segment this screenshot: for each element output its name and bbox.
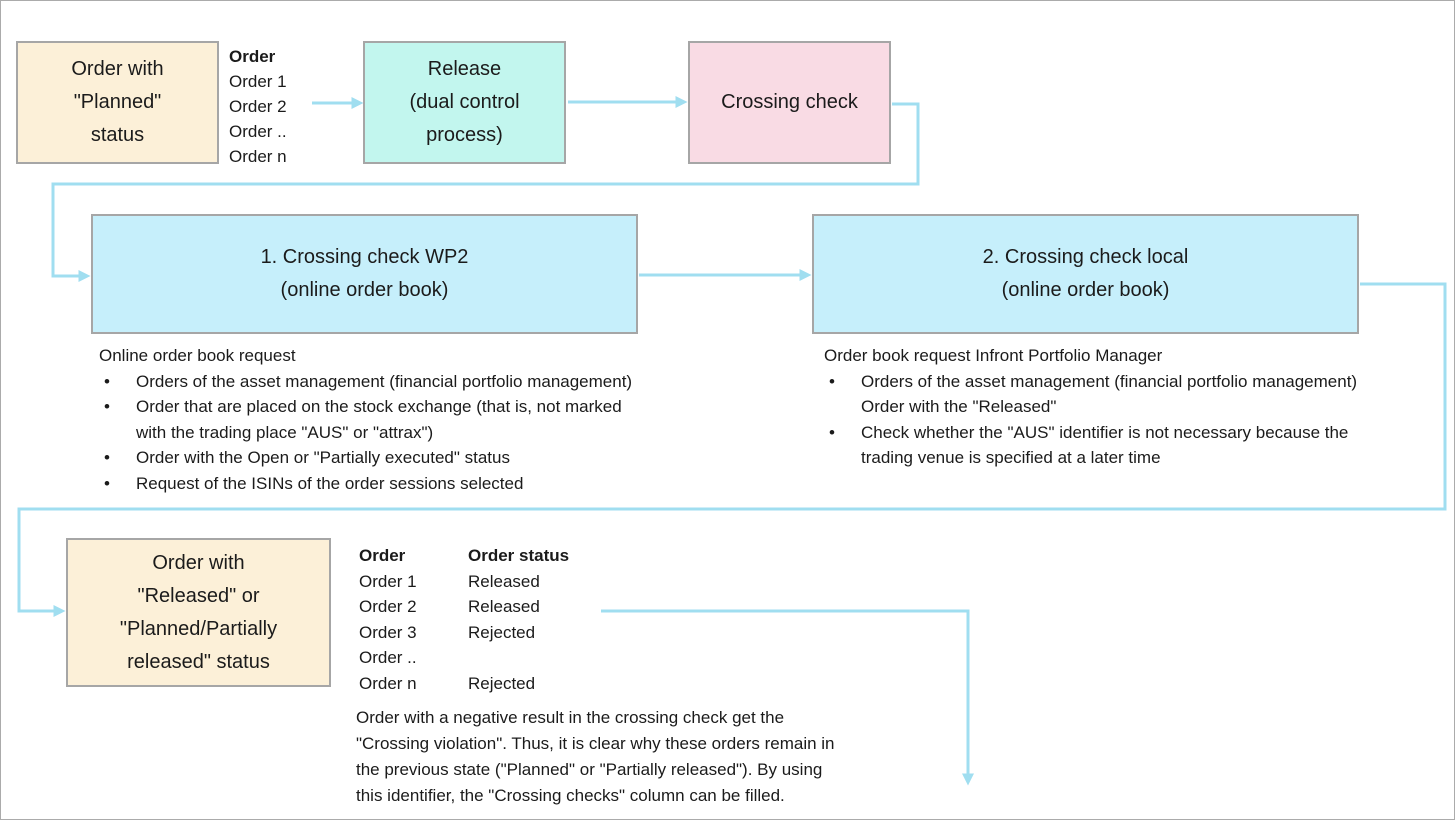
orders-table-row: Order 2 Released [359, 594, 569, 620]
crossing-violation-note: Order with a negative result in the cros… [356, 708, 835, 805]
crossing-check-box: Crossing check [688, 41, 891, 164]
status-cell: Released [468, 571, 540, 591]
orders-table: Order Order status Order 1 Released Orde… [359, 543, 569, 696]
local-notes-intro: Order book request Infront Portfolio Man… [824, 346, 1163, 365]
order-list: Order Order 1 Order 2 Order .. Order n [229, 44, 287, 169]
local-notes-bullets: Orders of the asset management (financia… [824, 369, 1454, 471]
crossing-check-local-box: 2. Crossing check local (online order bo… [812, 214, 1359, 334]
local-bullet: Orders of the asset management (financia… [824, 369, 1454, 420]
wp2-bullet: Request of the ISINs of the order sessio… [99, 471, 759, 497]
orders-table-row: Order 3 Rejected [359, 620, 569, 646]
local-bullet: Check whether the "AUS" identifier is no… [824, 420, 1454, 471]
local-notes: Order book request Infront Portfolio Man… [824, 343, 1454, 471]
crossing-check-wp2-title: 1. Crossing check WP2 (online order book… [260, 246, 469, 301]
release-box: Release (dual control process) [363, 41, 566, 164]
released-status-label: Order with "Released" or "Planned/Partia… [119, 551, 278, 673]
status-cell: Rejected [468, 673, 536, 693]
order-cell: Order .. [359, 648, 417, 667]
connector-result-down-arrow [601, 609, 974, 786]
planned-status-box: Order with "Planned" status [16, 41, 219, 164]
release-label: Release (dual control process) [409, 58, 520, 146]
connector-local-to-released-arrow [17, 282, 1447, 617]
order-list-item: Order .. [229, 122, 287, 141]
order-list-item: Order 1 [229, 72, 287, 91]
wp2-notes-bullets: Orders of the asset management (financia… [99, 369, 759, 497]
status-cell: Rejected [468, 622, 536, 642]
connector-crossing-to-wp2-arrow [51, 102, 920, 282]
order-cell: Order n [359, 673, 417, 693]
order-cell: Order 1 [359, 571, 417, 591]
crossing-check-wp2-box: 1. Crossing check WP2 (online order book… [91, 214, 638, 334]
orders-table-row: Order .. [359, 645, 569, 671]
wp2-notes: Online order book request Orders of the … [99, 343, 759, 496]
crossing-check-local-title: 2. Crossing check local (online order bo… [982, 246, 1189, 301]
order-cell: Order 3 [359, 622, 417, 642]
crossing-check-label: Crossing check [721, 91, 858, 113]
order-list-item: Order n [229, 147, 287, 166]
wp2-bullet: Orders of the asset management (financia… [99, 369, 759, 395]
planned-status-label: Order with "Planned" status [71, 58, 164, 146]
wp2-bullet: Order that are placed on the stock excha… [99, 394, 759, 445]
released-status-box: Order with "Released" or "Planned/Partia… [66, 538, 331, 687]
order-list-item: Order 2 [229, 97, 287, 116]
order-cell: Order 2 [359, 597, 417, 616]
wp2-notes-intro: Online order book request [99, 346, 296, 365]
orders-table-header: Order status [468, 546, 570, 565]
orders-table-header: Order [359, 546, 406, 565]
orders-table-row: Order 1 Released [359, 569, 569, 595]
status-cell: Released [468, 597, 540, 616]
orders-table-row: Order n Rejected [359, 671, 569, 697]
wp2-bullet: Order with the Open or "Partially execut… [99, 445, 759, 471]
orders-table-header-row: Order Order status [359, 543, 569, 569]
order-list-header: Order [229, 47, 276, 66]
